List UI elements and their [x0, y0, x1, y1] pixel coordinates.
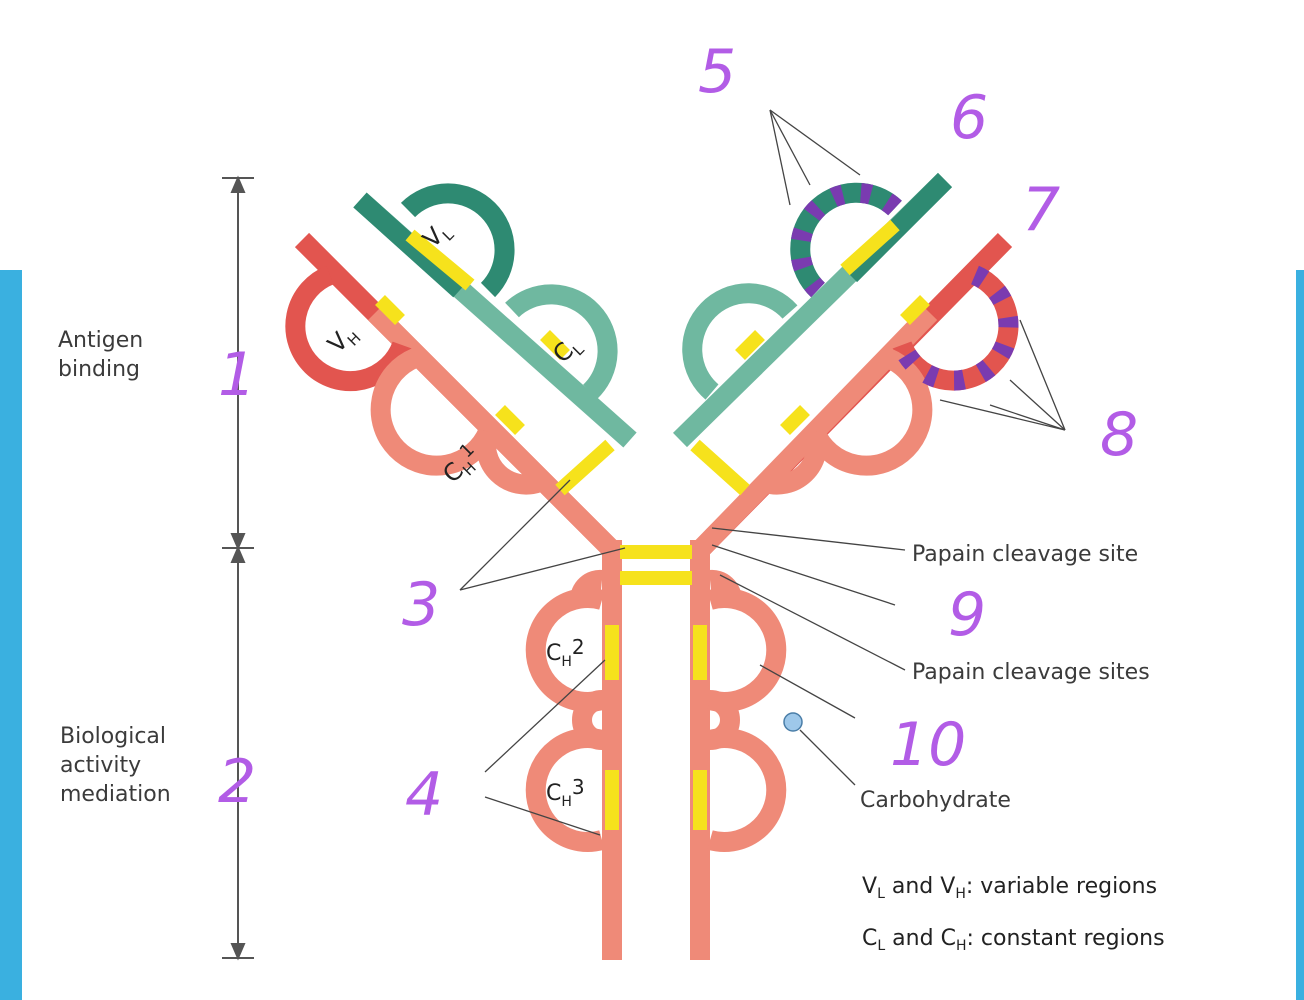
vh-domain-loop	[285, 265, 544, 495]
annotation-10: 10	[890, 710, 967, 780]
annotation-9: 9	[948, 580, 987, 650]
pointer-lines	[459, 109, 1066, 836]
annotation-1: 1	[218, 340, 257, 410]
scale-bar	[222, 175, 254, 961]
annotation-6: 6	[950, 83, 989, 153]
ch2-label: CH2	[546, 635, 585, 670]
arrowhead-mid-up	[230, 533, 246, 551]
biological-activity-label: Biological activity mediation	[60, 724, 171, 807]
vh-label: VH	[322, 319, 364, 361]
right-ch2-loop	[707, 588, 787, 712]
fc-domains	[525, 569, 787, 852]
antigen-binding-label: Antigen binding	[58, 328, 144, 382]
hinge-disulfide-bonds	[620, 545, 692, 585]
left-light-chain	[353, 183, 637, 448]
arrowhead-bottom	[230, 943, 246, 961]
left-heavy-chain	[294, 232, 622, 960]
arrowhead-mid-down	[230, 545, 246, 563]
legend-variable: VL and VH: variable regions	[862, 874, 1157, 902]
legend-constant: CL and CH: constant regions	[862, 926, 1165, 954]
hypervariable-segments	[790, 182, 1019, 391]
annotation-7: 7	[1022, 175, 1061, 245]
annotation-4: 4	[405, 760, 444, 830]
arrowhead-top	[230, 175, 246, 193]
annotation-2: 2	[218, 747, 257, 817]
right-light-chain	[672, 172, 953, 448]
left-accent-bar	[0, 270, 22, 1000]
papain-cleavage-sites-label: Papain cleavage sites	[912, 660, 1150, 685]
ch1-domain-loop	[370, 348, 498, 476]
right-cl-loop	[682, 283, 798, 400]
carbohydrate-dot	[783, 712, 803, 732]
right-ch1-loop	[805, 348, 933, 476]
ch3-label: CH3	[546, 775, 585, 810]
annotation-3: 3	[402, 570, 441, 640]
annotation-5: 5	[698, 37, 737, 107]
carbohydrate-label: Carbohydrate	[860, 788, 1011, 813]
left-disulfide-bonds	[375, 229, 615, 496]
fc-disulfide-bonds	[605, 625, 707, 830]
left-ch3-loop	[525, 728, 605, 852]
right-ch3-loop	[707, 728, 787, 852]
papain-cleavage-site-label: Papain cleavage site	[912, 542, 1139, 567]
right-disulfide-bonds	[690, 219, 930, 496]
right-accent-bar	[1296, 270, 1304, 1000]
legend: VL and VH: variable regions CL and CH: c…	[862, 874, 1165, 954]
cl-domain-loop	[505, 284, 618, 400]
annotation-8: 8	[1100, 400, 1139, 470]
vl-domain-loop	[400, 183, 515, 298]
